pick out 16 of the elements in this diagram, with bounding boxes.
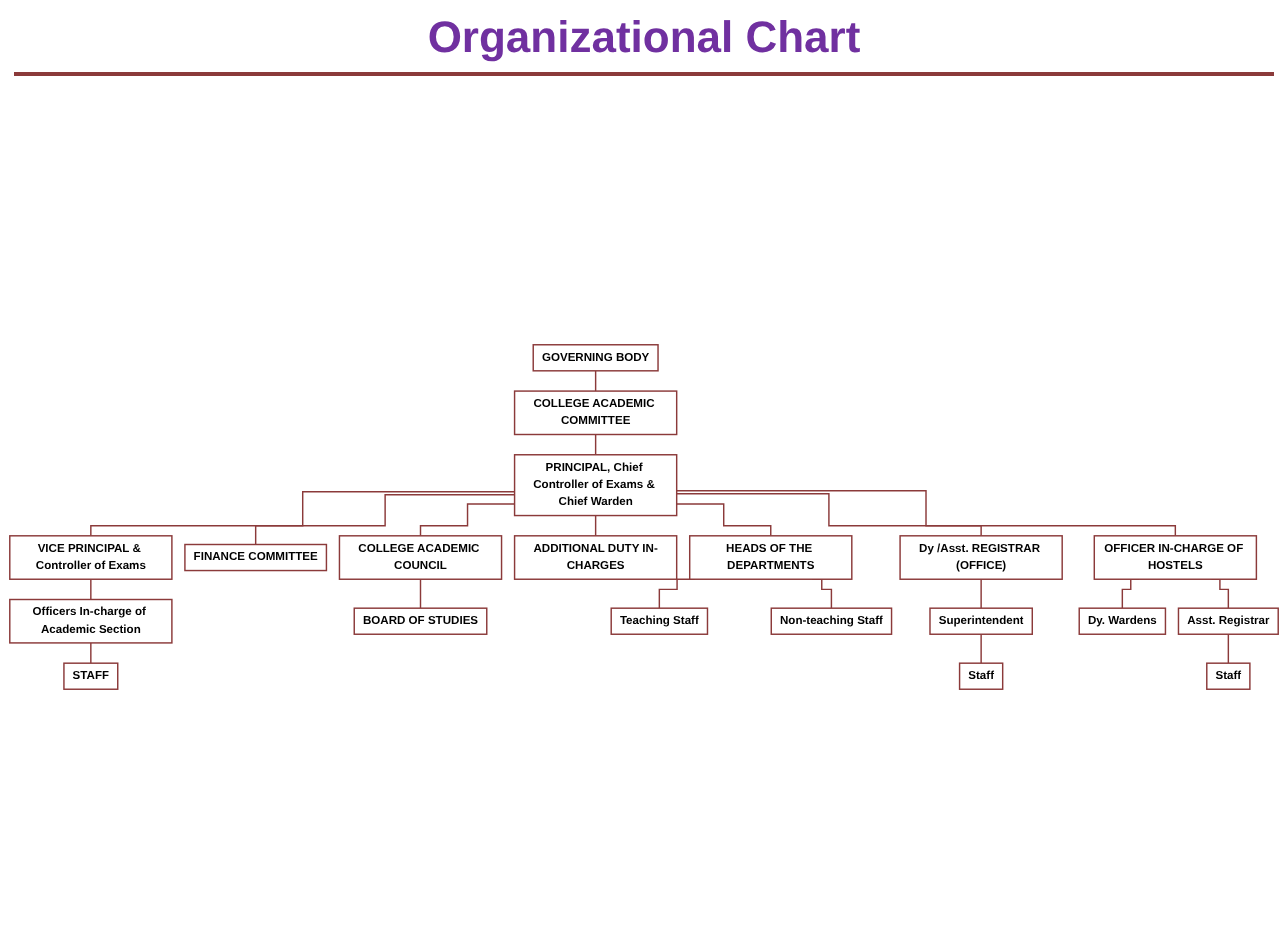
connector	[419, 578, 422, 609]
chart-title: Organizational Chart	[427, 12, 861, 64]
connector	[980, 578, 982, 609]
connector	[675, 490, 1177, 537]
connector	[90, 490, 516, 537]
connector	[419, 503, 516, 537]
connector	[90, 578, 92, 601]
connector	[254, 494, 516, 546]
connector	[594, 514, 597, 537]
connector	[594, 433, 597, 456]
connector	[594, 370, 597, 392]
connector	[90, 642, 92, 664]
connector	[980, 633, 982, 664]
connector	[1227, 633, 1230, 664]
connector	[675, 492, 982, 537]
connector	[675, 503, 772, 537]
